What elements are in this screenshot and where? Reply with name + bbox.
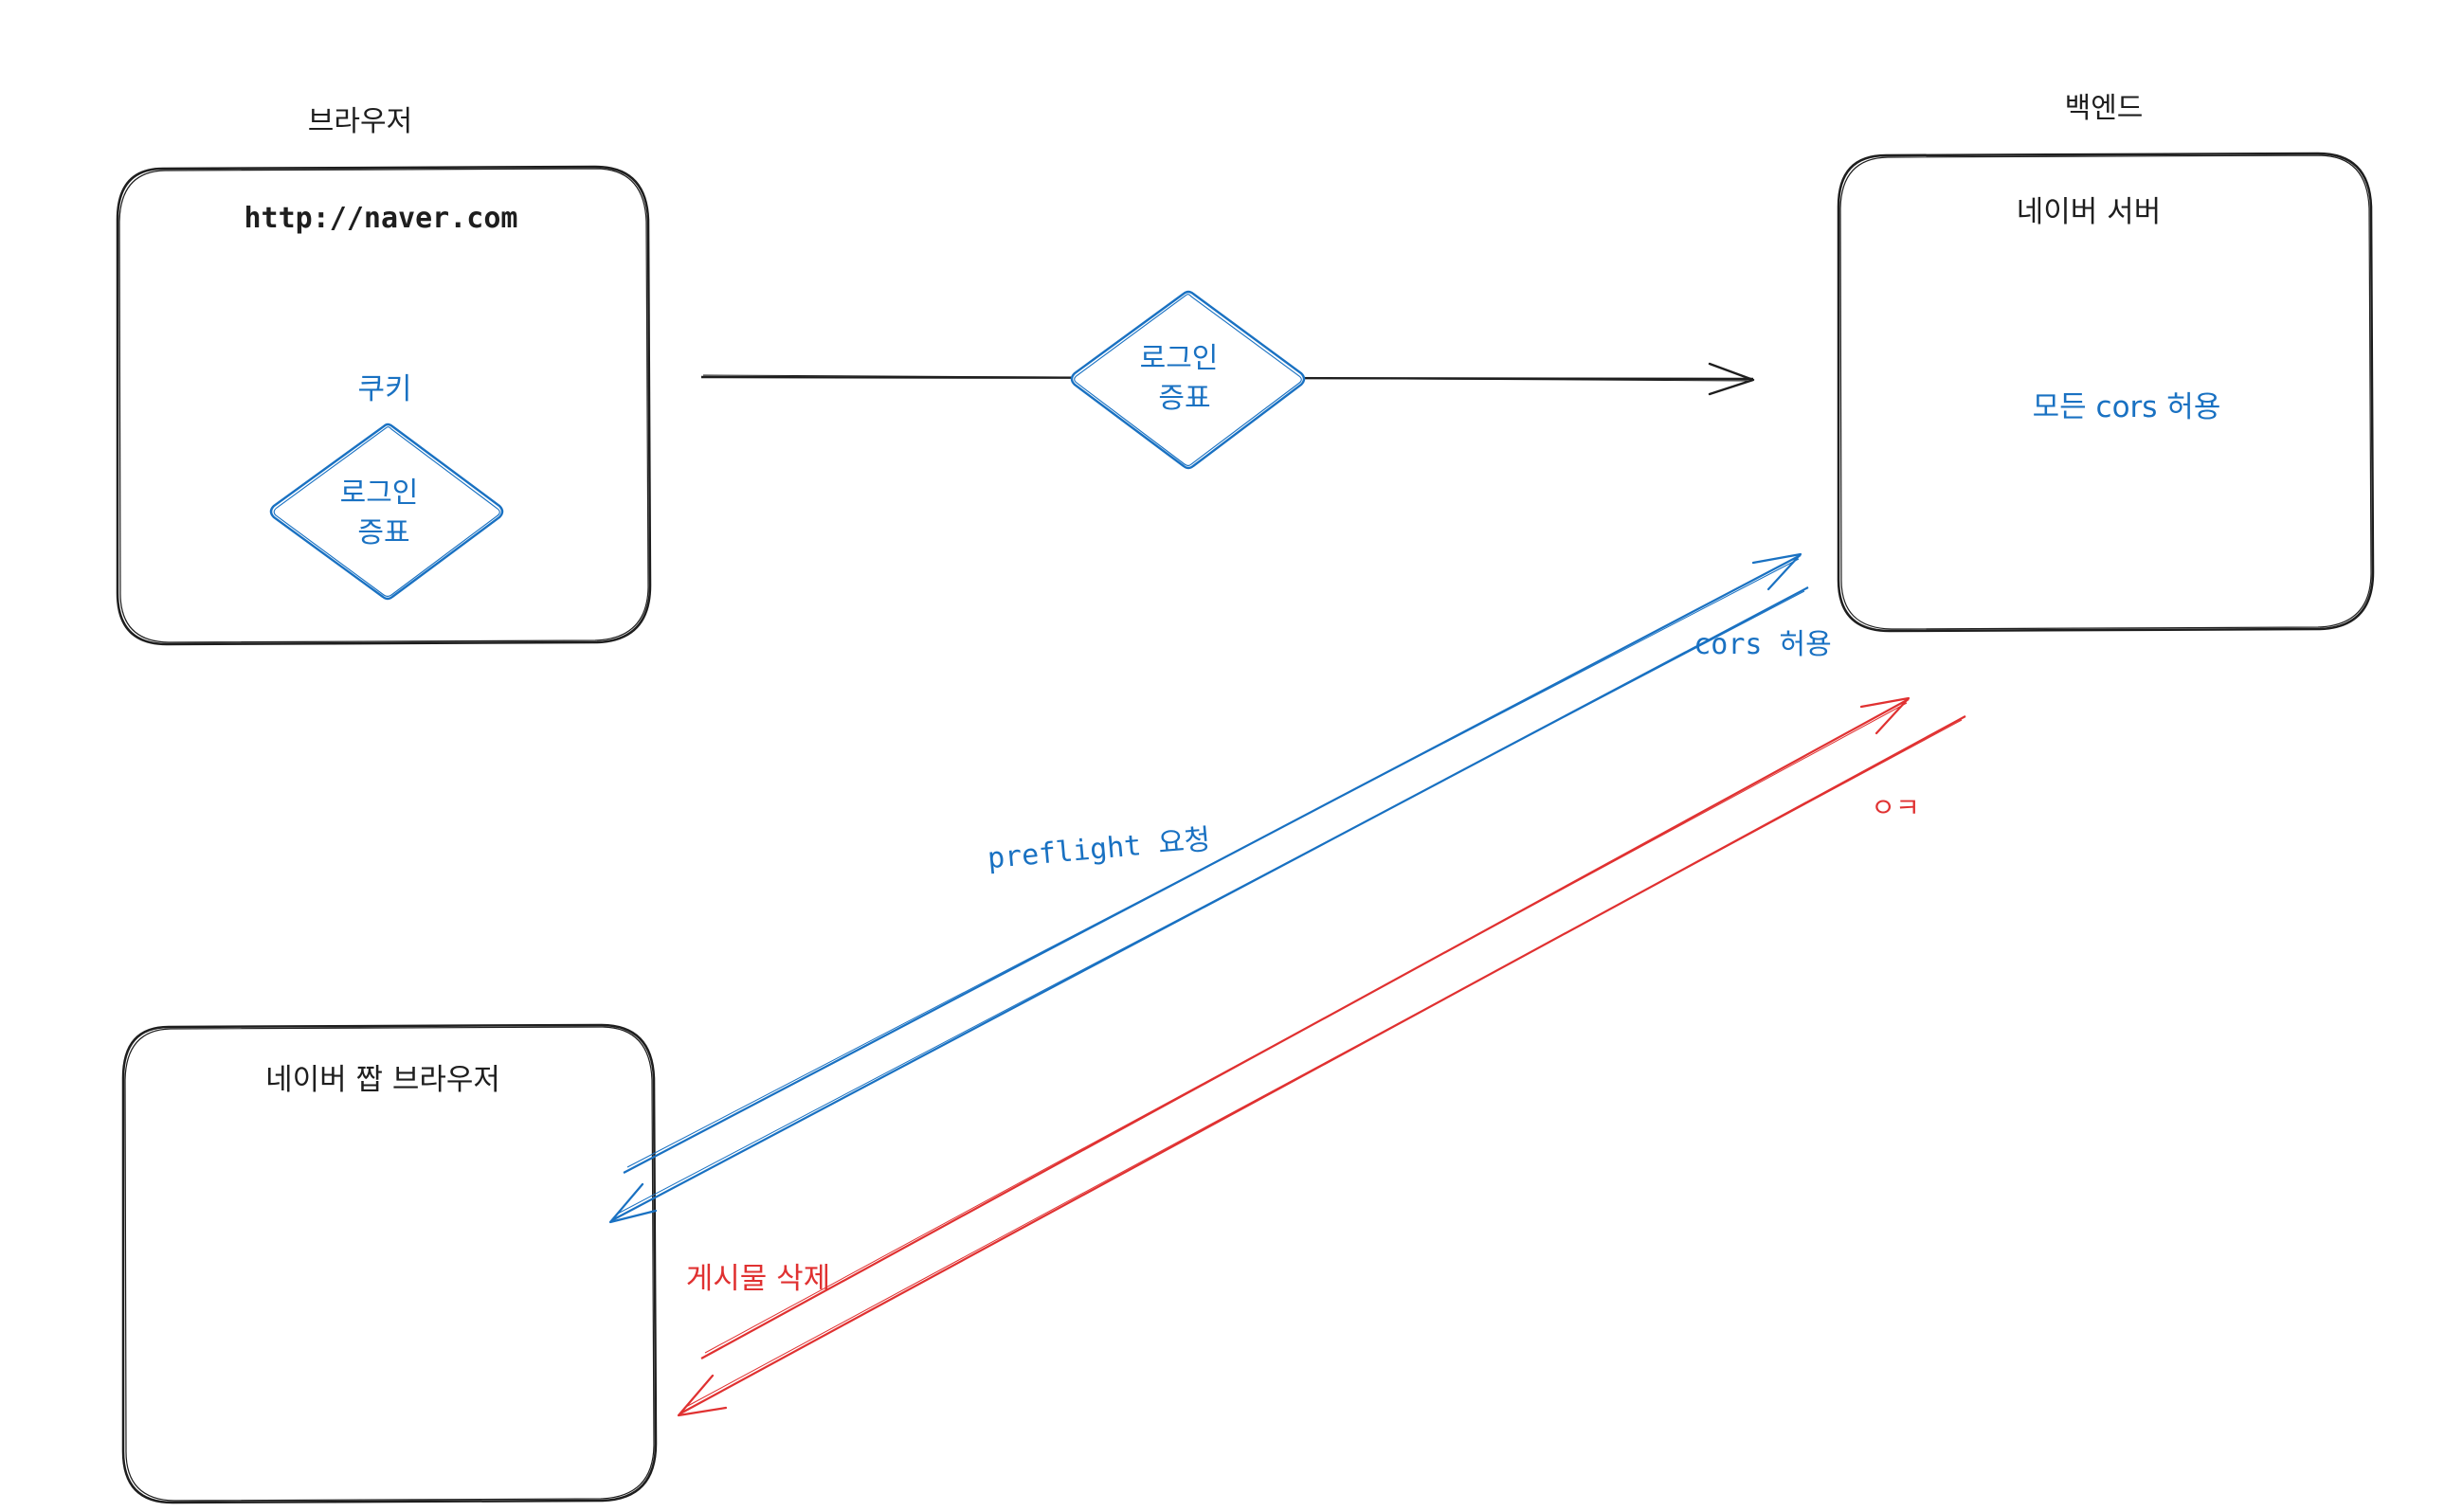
fake-browser-title: 네이버 짭 브라우저: [265, 1063, 500, 1097]
backend-server-box: [1837, 152, 2375, 633]
ok-reply-label: ㅇㅋ: [1871, 792, 1920, 823]
login-token-arrow-line1: 로그인: [1140, 342, 1219, 375]
delete-post-request-arrow: [700, 696, 1911, 1359]
login-token-browser-line2: 증표: [357, 516, 409, 549]
browser-heading: 브라우저: [308, 105, 412, 138]
preflight-request-label: preflight 요청: [987, 823, 1212, 875]
preflight-request-arrow: [623, 552, 1802, 1174]
server-title: 네이버 서버: [2017, 195, 2161, 229]
delete-post-label: 게시물 삭제: [686, 1262, 830, 1296]
fake-browser-box: [121, 1023, 658, 1504]
browser-box: [116, 165, 652, 646]
login-token-diamond-arrow: [1070, 290, 1306, 470]
login-token-browser-line1: 로그인: [340, 477, 419, 510]
cookie-label: 쿠키: [357, 372, 411, 406]
cors-allowed-response-arrow: [608, 586, 1809, 1224]
ok-response-arrow: [677, 715, 1966, 1417]
cors-allowed-label: cors 허용: [1693, 628, 1832, 661]
browser-url: http://naver.com: [244, 202, 518, 235]
login-token-arrow-line2: 증표: [1158, 382, 1210, 415]
server-cors-note: 모든 cors 허용: [2033, 390, 2221, 424]
backend-heading: 백엔드: [2065, 92, 2144, 125]
login-token-diamond-browser: [269, 423, 504, 601]
